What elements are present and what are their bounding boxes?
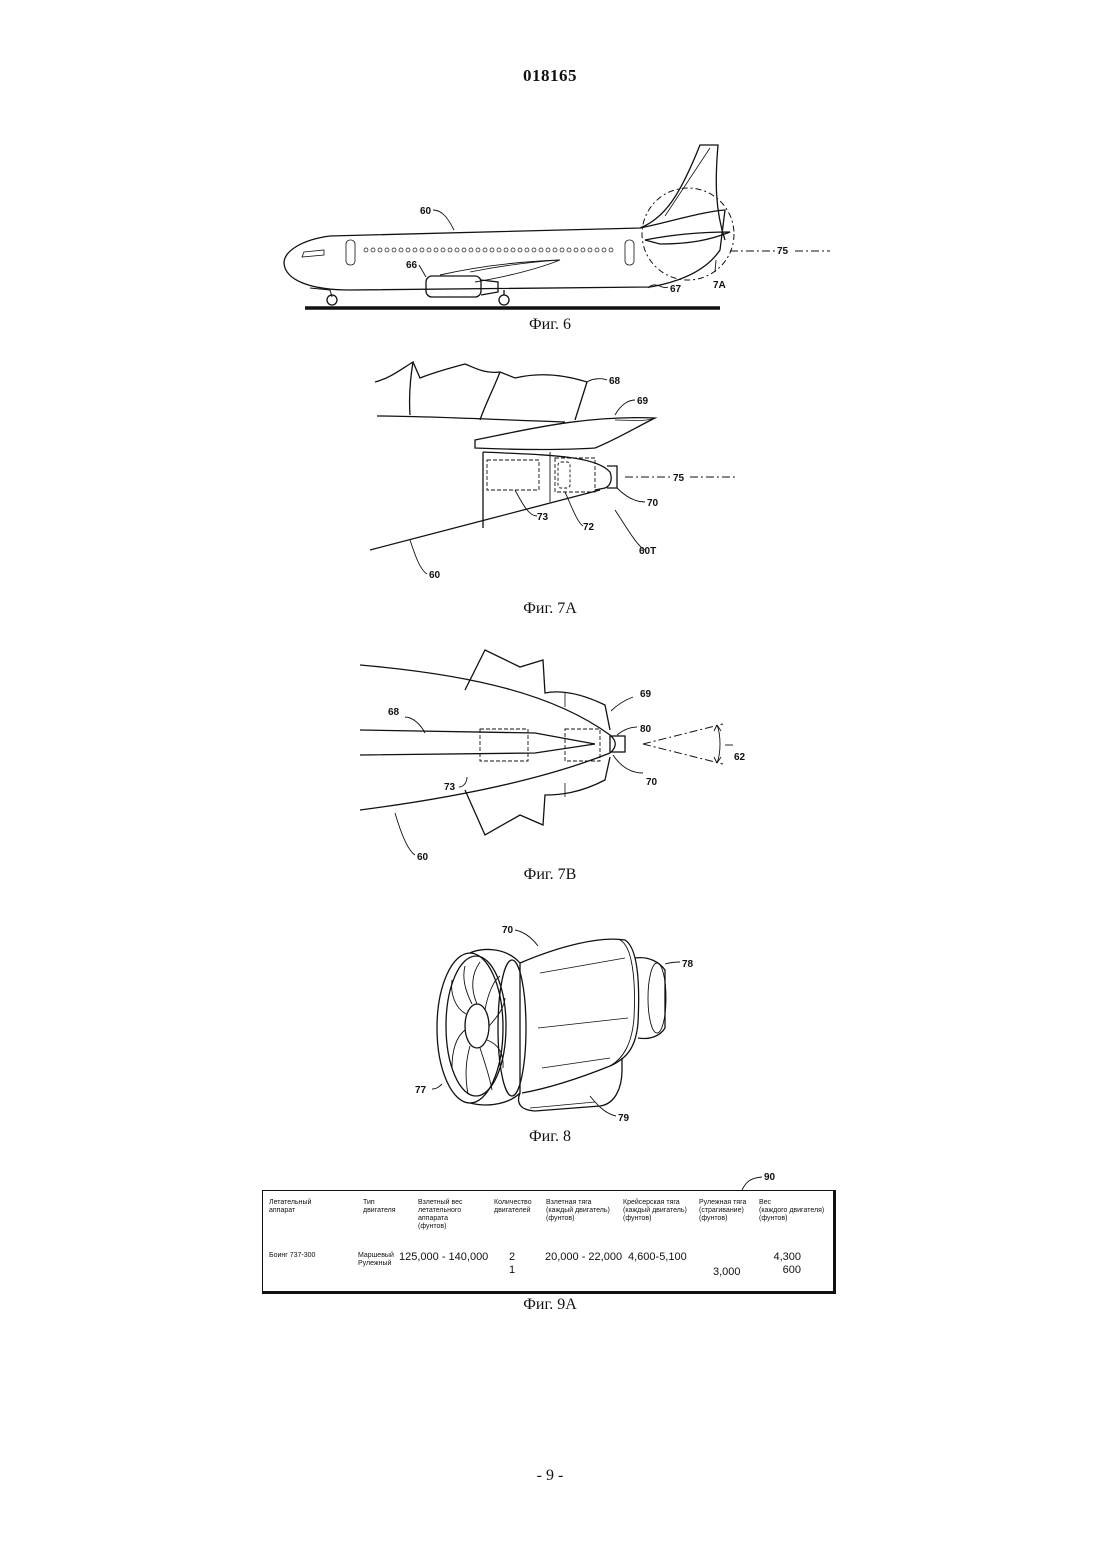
label-75: 75 — [777, 246, 789, 257]
caption-fig-6: Фиг. 6 — [0, 316, 1100, 334]
page-number: - 9 - — [0, 1467, 1100, 1485]
label-80: 80 — [640, 724, 652, 735]
stabilizer-upper — [465, 650, 610, 730]
label-62: 62 — [734, 752, 746, 763]
figure-7b-tail-top-view: 68 69 80 62 73 70 60 — [355, 645, 755, 865]
label-70: 70 — [646, 777, 658, 788]
table-cell-taxi-thrust: 3,000 — [713, 1266, 741, 1279]
fuselage-bottom — [370, 490, 600, 550]
table-cell-takeoff-thrust: 20,000 - 22,000 — [545, 1251, 622, 1264]
fin-break-line — [375, 362, 587, 420]
engine-body — [520, 939, 639, 1093]
label-90: 90 — [764, 1172, 776, 1183]
label-60t: 60T — [639, 546, 656, 557]
stabilizer — [475, 418, 655, 450]
label-60: 60 — [420, 206, 432, 217]
label-72: 72 — [583, 522, 595, 533]
stabilizer-lower — [465, 757, 610, 835]
document-number: 018165 — [0, 66, 1100, 86]
label-69: 69 — [637, 396, 649, 407]
table-header-takeoff-thrust: Взлетная тяга (каждый двигатель) (фунтов… — [546, 1199, 610, 1223]
table-header-takeoff-weight: Взлетный вес летательного аппарата (фунт… — [418, 1199, 463, 1231]
fuselage-bottom-edge — [360, 753, 610, 810]
caption-fig-7a: Фиг. 7A — [0, 600, 1100, 618]
fin-body — [360, 730, 595, 755]
label-75: 75 — [673, 473, 685, 484]
label-60: 60 — [429, 570, 441, 581]
figure-6-aircraft-side-view: 60 66 67 75 7A — [270, 140, 840, 320]
table-cell-engine-types: Маршевый Рулежный — [358, 1252, 394, 1268]
table-cell-engine-count: 2 1 — [509, 1251, 515, 1277]
label-69: 69 — [640, 689, 652, 700]
label-78: 78 — [682, 959, 694, 970]
label-70: 70 — [502, 925, 514, 936]
label-7a: 7A — [713, 280, 726, 291]
label-70: 70 — [647, 498, 659, 509]
caption-fig-9a: Фиг. 9A — [0, 1296, 1100, 1314]
unit-73 — [480, 729, 528, 761]
horizontal-stabilizer — [645, 232, 730, 244]
table-cell-takeoff-weight: 125,000 - 140,000 — [399, 1251, 488, 1264]
table-header-taxi-thrust: Рулежная тяга (страгивание) (фунтов) — [699, 1199, 746, 1223]
fuselage-top-edge — [360, 665, 610, 735]
label-77: 77 — [415, 1085, 427, 1096]
table-header-engine-count: Количество двигателей — [494, 1199, 532, 1215]
mount-79 — [519, 1058, 622, 1111]
fuselage-outline — [284, 210, 725, 290]
table-header-cruise-thrust: Крейсерская тяга (каждый двигатель) (фун… — [623, 1199, 687, 1223]
label-73: 73 — [444, 782, 456, 793]
figure-7a-tail-detail: 68 69 75 70 73 72 60T 60 — [365, 360, 745, 590]
table-cell-engine-weight: 4,300 600 — [773, 1251, 801, 1277]
aircraft-engine-table: Летательный аппарат Тип двигателя Взлетн… — [262, 1190, 836, 1294]
label-60: 60 — [417, 852, 429, 863]
figure-9a-reference-leader: 90 — [740, 1168, 820, 1192]
fan-face — [437, 953, 503, 1103]
label-66: 66 — [406, 260, 418, 271]
table-header-aircraft: Летательный аппарат — [269, 1199, 311, 1215]
label-73: 73 — [537, 512, 549, 523]
figure-8-engine-view: 70 78 77 79 — [410, 918, 710, 1128]
table-cell-aircraft: Боинг 737-300 — [269, 1252, 315, 1260]
label-79: 79 — [618, 1113, 630, 1124]
table-header-engine-weight: Вес (каждого двигателя) (фунтов) — [759, 1199, 824, 1223]
table-header-engine-type: Тип двигателя — [363, 1199, 396, 1215]
table-cell-cruise-thrust: 4,600-5,100 — [628, 1251, 687, 1264]
label-67: 67 — [670, 284, 682, 295]
unit-73 — [487, 460, 539, 490]
apu-nozzle-80 — [610, 736, 625, 752]
caption-fig-8: Фиг. 8 — [0, 1128, 1100, 1146]
wing — [440, 260, 560, 282]
exhaust-78 — [635, 958, 665, 1039]
unit-72 — [558, 462, 570, 488]
label-68: 68 — [388, 707, 400, 718]
engine-nacelle — [426, 276, 481, 297]
label-68: 68 — [609, 376, 621, 387]
caption-fig-7b: Фиг. 7B — [0, 866, 1100, 884]
